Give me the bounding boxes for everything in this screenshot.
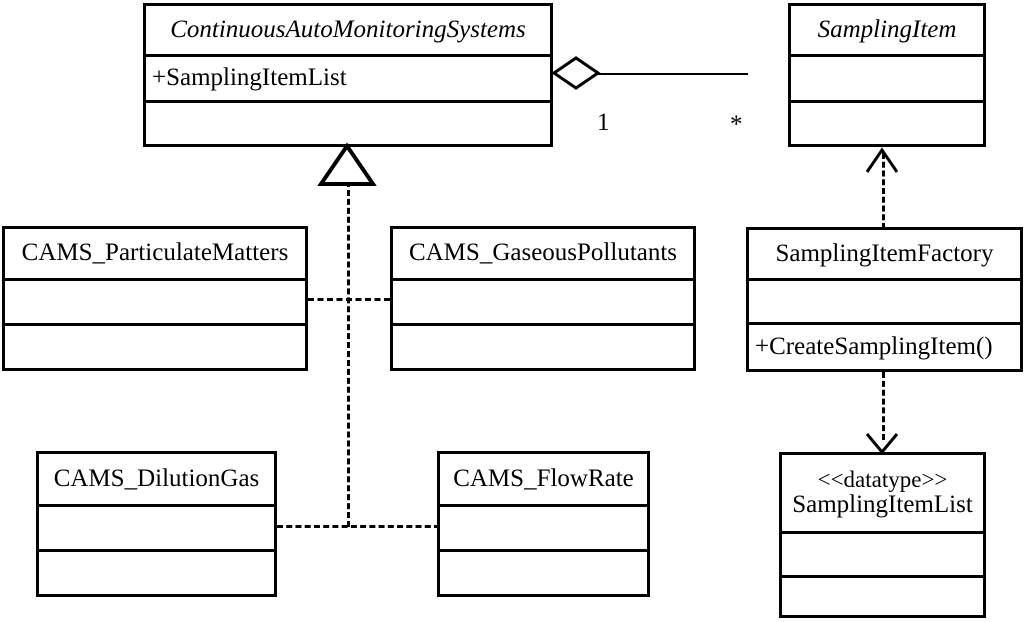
class-name-label: SamplingItemFactory bbox=[775, 239, 994, 267]
class-name-label: CAMS_FlowRate bbox=[453, 464, 634, 492]
class-attribute-label: +SamplingItemList bbox=[152, 64, 347, 92]
class-box-sampling-item-list[interactable]: <<datatype>> SamplingItemList bbox=[779, 452, 986, 618]
class-stereotype-label: <<datatype>> bbox=[817, 466, 948, 492]
class-attributes-compartment: +SamplingItemList bbox=[146, 54, 550, 100]
class-name-compartment: CAMS_GaseousPollutants bbox=[393, 229, 693, 278]
class-operations-compartment bbox=[440, 549, 647, 594]
class-attributes-compartment bbox=[791, 54, 983, 100]
multiplicity-source-label: 1 bbox=[597, 109, 610, 136]
class-name-label: CAMS_ParticulateMatters bbox=[21, 239, 289, 267]
class-name-label: SamplingItemList bbox=[792, 490, 973, 518]
class-name-compartment: SamplingItemFactory bbox=[749, 230, 1020, 278]
class-name-compartment: <<datatype>> SamplingItemList bbox=[782, 455, 983, 531]
class-operations-compartment: +CreateSamplingItem() bbox=[749, 322, 1020, 369]
aggregation-diamond-icon bbox=[551, 56, 601, 90]
class-name-compartment: SamplingItem bbox=[791, 6, 983, 54]
class-operations-compartment bbox=[782, 575, 983, 615]
class-name-compartment: CAMS_DilutionGas bbox=[39, 454, 274, 504]
class-box-cams-gaseous-pollutants[interactable]: CAMS_GaseousPollutants bbox=[390, 226, 696, 371]
class-operations-compartment bbox=[5, 323, 305, 368]
multiplicity-target-label: * bbox=[730, 111, 743, 138]
class-box-cams-dilution-gas[interactable]: CAMS_DilutionGas bbox=[36, 451, 277, 597]
generalization-rail-upper bbox=[308, 298, 390, 301]
class-box-continuous-auto-monitoring-systems[interactable]: ContinuousAutoMonitoringSystems +Samplin… bbox=[143, 3, 553, 147]
generalization-triangle-icon bbox=[317, 142, 377, 186]
class-operations-compartment bbox=[791, 100, 983, 144]
class-box-sampling-item[interactable]: SamplingItem bbox=[788, 3, 986, 147]
class-name-label: CAMS_DilutionGas bbox=[53, 464, 260, 492]
class-name-compartment: CAMS_ParticulateMatters bbox=[5, 229, 305, 278]
class-box-sampling-item-factory[interactable]: SamplingItemFactory +CreateSamplingItem(… bbox=[746, 227, 1023, 372]
class-name-label: SamplingItem bbox=[817, 15, 957, 43]
class-operations-compartment bbox=[146, 100, 550, 144]
class-operation-label: +CreateSamplingItem() bbox=[755, 332, 993, 360]
class-attributes-compartment bbox=[5, 278, 305, 323]
class-name-label: ContinuousAutoMonitoringSystems bbox=[170, 15, 526, 43]
class-operations-compartment bbox=[393, 323, 693, 368]
class-attributes-compartment bbox=[749, 278, 1020, 322]
class-attributes-compartment bbox=[393, 278, 693, 323]
class-name-compartment: ContinuousAutoMonitoringSystems bbox=[146, 6, 550, 54]
generalization-rail-lower bbox=[277, 525, 440, 528]
class-name-compartment: CAMS_FlowRate bbox=[440, 454, 647, 504]
class-name-label: CAMS_GaseousPollutants bbox=[408, 239, 678, 267]
class-operations-compartment bbox=[39, 549, 274, 594]
class-attributes-compartment bbox=[782, 531, 983, 575]
class-box-cams-particulate-matters[interactable]: CAMS_ParticulateMatters bbox=[2, 226, 308, 371]
class-attributes-compartment bbox=[440, 504, 647, 549]
class-box-cams-flow-rate[interactable]: CAMS_FlowRate bbox=[437, 451, 650, 597]
generalization-spine-vertical bbox=[347, 181, 350, 527]
class-attributes-compartment bbox=[39, 504, 274, 549]
dependency-line-factory-to-samplingitemlist bbox=[882, 372, 885, 440]
dependency-line-factory-to-samplingitem bbox=[882, 153, 885, 229]
aggregation-line bbox=[596, 73, 748, 75]
